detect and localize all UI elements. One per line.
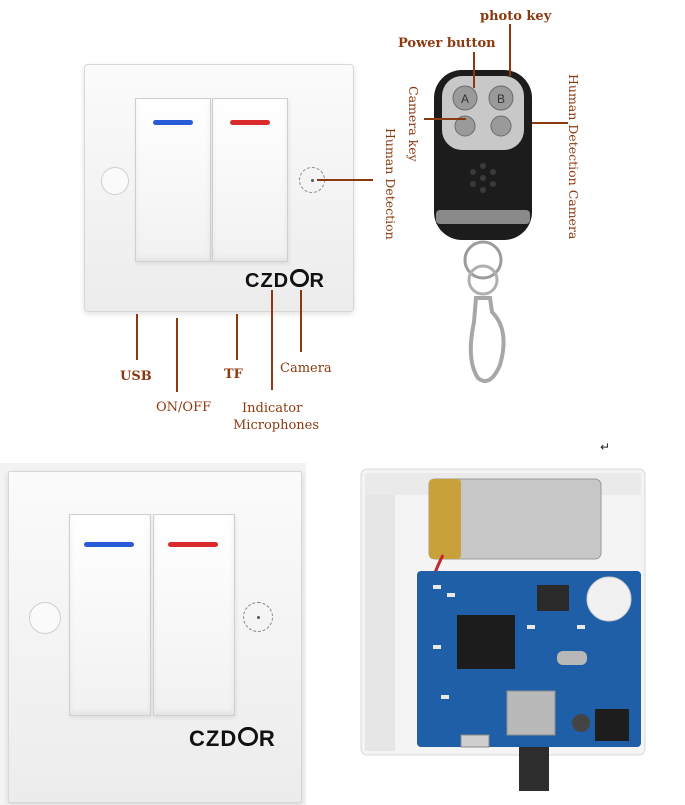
usb-port	[460, 734, 490, 748]
human-detection-camera-label: Human Detection Camera	[566, 74, 581, 240]
blue-stripe-closeup	[84, 542, 134, 547]
main-chip	[457, 615, 515, 669]
keyring-inner	[467, 264, 499, 296]
indicator-label: Indicator	[242, 401, 303, 416]
pir-sensor	[586, 576, 632, 622]
camera-arrow	[300, 290, 302, 352]
blue-indicator-stripe	[153, 120, 193, 125]
lobster-clasp	[468, 296, 506, 383]
left-rocker-closeup	[69, 514, 151, 716]
camera-module	[595, 709, 629, 741]
return-mark: ↵	[600, 440, 611, 454]
on-off-arrow	[176, 318, 178, 392]
red-stripe-closeup	[168, 542, 218, 547]
photo-key-arrow	[509, 24, 511, 76]
secondary-chip	[537, 585, 569, 611]
tf-arrow	[236, 314, 238, 360]
remote-key-panel	[442, 76, 524, 150]
remote-key-b-label: B	[497, 92, 505, 106]
power-button-label: Power button	[398, 36, 496, 51]
camera-key-arrow	[424, 118, 466, 120]
on-off-label: ON/OFF	[156, 400, 212, 415]
microphones-label: Microphones	[233, 418, 320, 433]
camera-label: Camera	[280, 361, 332, 376]
human-detection-sensor-closeup	[243, 602, 273, 632]
human-detection-arrow	[317, 179, 373, 181]
smd-components	[433, 585, 585, 699]
remote-key-c	[454, 115, 476, 137]
red-indicator-stripe	[230, 120, 270, 125]
housing-left-wall	[365, 473, 395, 751]
remote-key-d	[490, 115, 512, 137]
tf-card	[519, 747, 549, 791]
remote-speaker-grille	[470, 163, 496, 193]
circuit-board-photo	[360, 468, 646, 791]
usb-arrow	[136, 314, 138, 360]
right-rocker-closeup	[153, 514, 235, 716]
remote-control: A B	[434, 70, 532, 383]
remote-metal-band	[436, 210, 530, 224]
photo-key-label: photo key	[480, 9, 552, 24]
left-rocker-switch	[135, 98, 211, 262]
right-rocker-switch	[212, 98, 288, 262]
remote-key-a-label: A	[461, 92, 469, 106]
left-screw-cover	[101, 167, 129, 195]
human-detection-label: Human Detection	[383, 128, 398, 240]
sd-slot	[506, 690, 556, 736]
battery-tab	[429, 479, 461, 559]
microphone	[572, 714, 590, 732]
tf-label: TF	[224, 367, 243, 382]
remote-key-b	[488, 85, 514, 111]
crystal	[557, 651, 587, 665]
power-button-arrow	[473, 52, 475, 88]
keyring	[463, 240, 503, 280]
indicator-arrow	[271, 290, 273, 390]
camera-key-label: Camera key	[406, 86, 421, 162]
human-detection-camera-arrow	[532, 122, 568, 124]
remote-key-a	[452, 85, 478, 111]
left-screw-cover-closeup	[29, 602, 61, 634]
usb-label: USB	[120, 369, 152, 384]
